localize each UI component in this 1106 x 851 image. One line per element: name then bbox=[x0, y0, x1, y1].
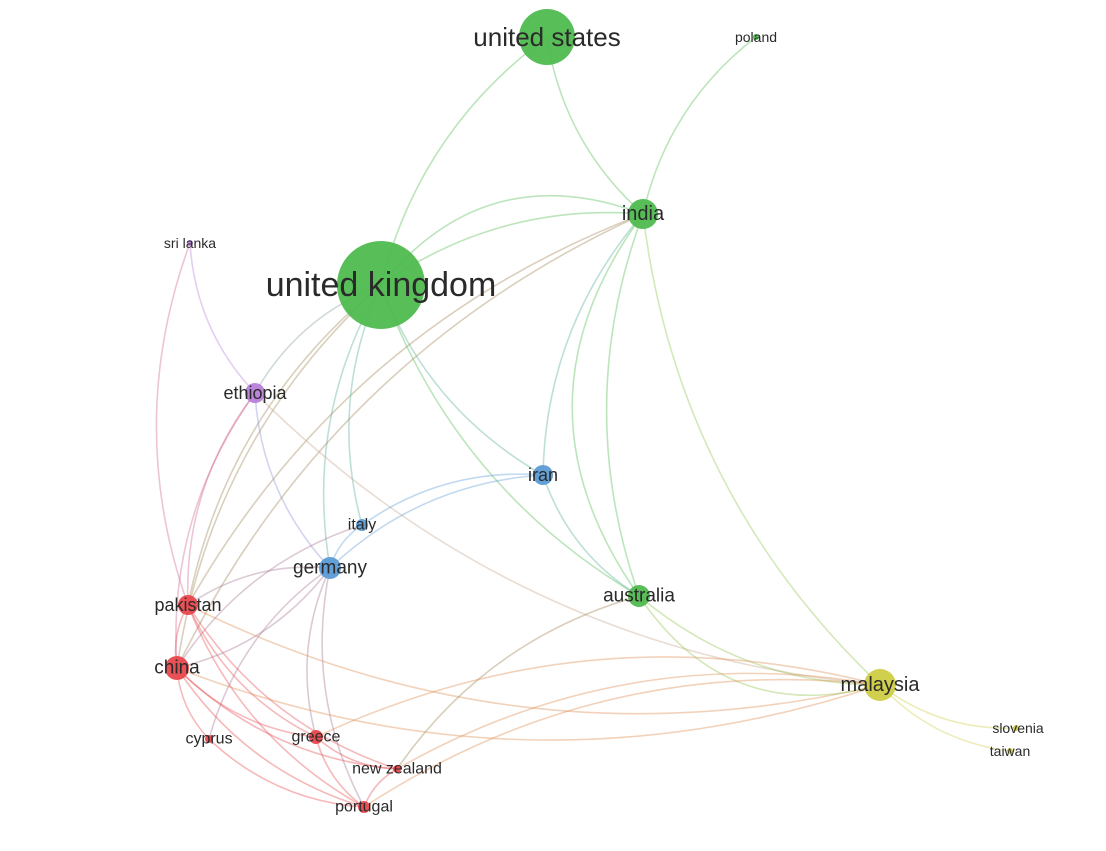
edge-china-greece bbox=[176, 667, 317, 738]
edge-germany-portugal bbox=[321, 567, 365, 808]
edge-pakistan-portugal bbox=[187, 604, 365, 808]
label-sri-lanka: sri lanka bbox=[164, 235, 216, 251]
node-sri-lanka[interactable] bbox=[187, 240, 193, 246]
node-india[interactable] bbox=[628, 199, 658, 229]
label-slovenia: slovenia bbox=[992, 720, 1044, 736]
edge-australia-malaysia bbox=[638, 595, 881, 697]
edge-cyprus-portugal bbox=[208, 738, 365, 808]
edge-china-new_zealand bbox=[176, 667, 398, 770]
label-poland: poland bbox=[735, 29, 777, 45]
label-pakistan: pakistan bbox=[154, 595, 221, 615]
node-layer bbox=[165, 9, 1019, 813]
edge-india-malaysia bbox=[642, 213, 881, 686]
node-germany[interactable] bbox=[319, 557, 341, 579]
label-united-states: united states bbox=[473, 22, 620, 52]
node-new-zealand[interactable] bbox=[393, 765, 401, 773]
edge-italy-china bbox=[176, 524, 363, 669]
edge-ethiopia-malaysia bbox=[254, 392, 881, 686]
edge-malaysia-new_zealand bbox=[396, 672, 881, 770]
edge-india-australia bbox=[605, 213, 644, 597]
label-cyprus: cyprus bbox=[185, 731, 232, 748]
edge-greece-portugal bbox=[315, 736, 365, 808]
edge-malaysia-portugal bbox=[363, 678, 881, 808]
label-china: china bbox=[154, 658, 200, 679]
edge-united_states-united_kingdom bbox=[380, 36, 548, 286]
edge-iran-italy bbox=[361, 473, 544, 526]
edge-malaysia-taiwan bbox=[879, 684, 1011, 752]
node-poland[interactable] bbox=[753, 34, 759, 40]
label-italy: italy bbox=[348, 517, 376, 534]
label-india: india bbox=[622, 203, 665, 225]
edge-india-iran bbox=[542, 213, 644, 476]
edge-greece-new_zealand bbox=[315, 736, 398, 770]
node-australia[interactable] bbox=[628, 585, 650, 607]
label-layer: united states poland india united kingdom au… bbox=[154, 22, 1044, 816]
node-slovenia[interactable] bbox=[1013, 725, 1019, 731]
label-malaysia: malaysia bbox=[841, 674, 921, 696]
edge-germany-greece bbox=[306, 567, 331, 738]
label-germany: germany bbox=[293, 558, 367, 579]
edge-india-australia bbox=[571, 213, 644, 597]
node-malaysia[interactable] bbox=[864, 669, 896, 701]
edge-germany-cyprus bbox=[208, 567, 331, 740]
label-portugal: portugal bbox=[335, 799, 393, 816]
edge-iran-australia bbox=[542, 474, 640, 597]
edge-germany-pakistan bbox=[187, 566, 331, 606]
edge-sri_lanka-pakistan bbox=[155, 242, 191, 606]
node-pakistan[interactable] bbox=[178, 595, 198, 615]
node-italy[interactable] bbox=[356, 519, 368, 531]
edge-ethiopia-germany bbox=[254, 392, 331, 569]
node-greece[interactable] bbox=[309, 730, 323, 744]
label-iran: iran bbox=[528, 465, 558, 485]
edge-malaysia-slovenia bbox=[879, 684, 1017, 729]
edge-ethiopia-pakistan bbox=[186, 392, 256, 606]
edge-india-pakistan bbox=[187, 213, 644, 606]
label-greece: greece bbox=[292, 729, 341, 746]
edge-china-germany bbox=[176, 567, 331, 669]
node-united-kingdom[interactable] bbox=[337, 241, 425, 329]
edge-china-portugal bbox=[176, 667, 365, 808]
label-australia: australia bbox=[603, 586, 675, 607]
node-ethiopia[interactable] bbox=[245, 383, 265, 403]
edge-sri_lanka-ethiopia bbox=[189, 242, 256, 394]
edge-iran-germany bbox=[329, 474, 544, 569]
edge-pakistan-greece bbox=[187, 604, 317, 738]
node-iran[interactable] bbox=[533, 465, 553, 485]
node-united-states[interactable] bbox=[519, 9, 575, 65]
node-portugal[interactable] bbox=[358, 801, 370, 813]
edge-australia-malaysia bbox=[638, 595, 881, 686]
edge-ethiopia-china bbox=[175, 392, 256, 669]
edge-united_kingdom-pakistan bbox=[187, 284, 382, 606]
edge-united_kingdom-australia bbox=[380, 284, 640, 597]
label-new-zealand: new zealand bbox=[352, 761, 442, 778]
edge-pakistan-new_zealand bbox=[187, 604, 398, 770]
edge-china-malaysia bbox=[176, 667, 881, 741]
edge-poland-india bbox=[642, 36, 757, 215]
edge-india-china bbox=[176, 213, 644, 669]
node-china[interactable] bbox=[165, 656, 189, 680]
edge-layer bbox=[155, 36, 1017, 808]
edge-pakistan-malaysia bbox=[187, 604, 881, 715]
node-taiwan[interactable] bbox=[1007, 748, 1013, 754]
label-taiwan: taiwan bbox=[990, 743, 1030, 759]
edge-australia-new_zealand bbox=[396, 595, 640, 770]
edge-malaysia-greece bbox=[315, 656, 881, 738]
label-united-kingdom: united kingdom bbox=[266, 266, 497, 304]
edge-united_states-india bbox=[546, 36, 644, 215]
label-ethiopia: ethiopia bbox=[223, 383, 287, 403]
node-cyprus[interactable] bbox=[205, 735, 213, 743]
